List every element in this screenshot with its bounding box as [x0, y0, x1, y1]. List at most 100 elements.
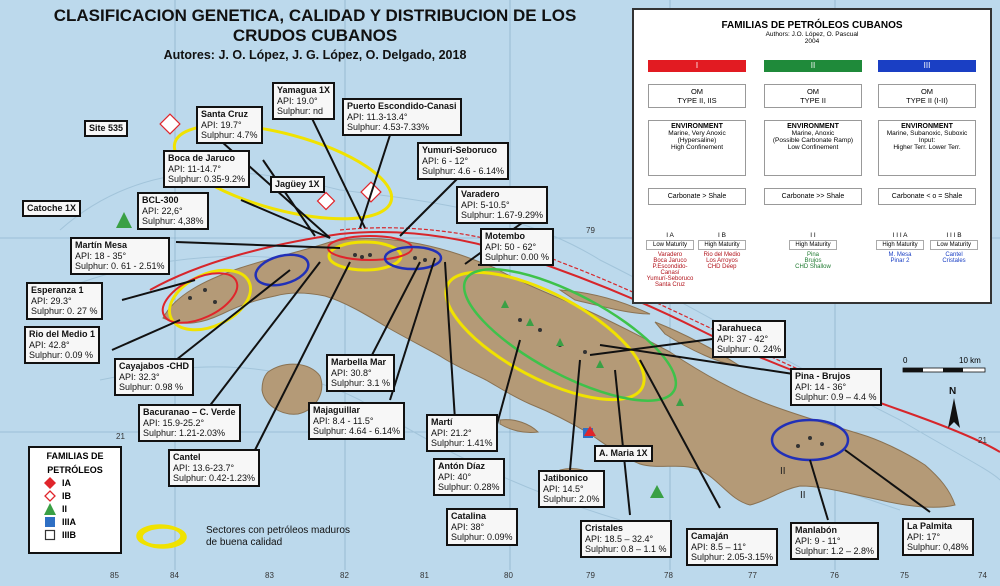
- title-authors: Autores: J. O. López, J. G. López, O. De…: [163, 48, 467, 62]
- square-filled-icon: [45, 516, 55, 527]
- panel-year: 2004: [804, 38, 820, 45]
- isla-juventud: [261, 363, 323, 415]
- diamond-filled-icon: [44, 476, 56, 489]
- legend-item-ib: IB: [44, 489, 120, 502]
- family-carbonate-box: Carbonate >> Shale: [764, 188, 862, 205]
- family-header: III: [878, 60, 976, 72]
- family-column-iii: III OM TYPE II (I-II) ENVIRONMENT Marine…: [878, 60, 976, 205]
- subfamily-iiia: I I I A High Maturity M. Mesa Pinar 2: [876, 232, 924, 264]
- family-env-box: ENVIRONMENT Marine, Anoxic (Possible Car…: [764, 120, 862, 176]
- diamond-symbol-site535: [159, 113, 181, 135]
- legend-yellow-ellipse: [139, 525, 187, 549]
- triangle-symbol-south: [650, 485, 664, 498]
- oil-families-panel: FAMILIAS DE PETRÓLEOS CUBANOS Authors: J…: [632, 8, 992, 304]
- north-label: N: [949, 386, 957, 397]
- family-om-box: OM TYPE II (I-II): [878, 84, 976, 108]
- lon-tick: 77: [748, 571, 757, 580]
- families-legend: FAMILIAS DE PETRÓLEOS IA IB II IIIA IIIB: [28, 446, 122, 554]
- cuba-mainland: [162, 237, 956, 508]
- title-line-1: CLASIFICACION GENETICA, CALIDAD Y DISTRI…: [53, 6, 577, 25]
- thrust-front-line: [149, 231, 1000, 453]
- subfamily-ia: I A Low Maturity Varadero Boca Jaruco P.…: [646, 232, 694, 288]
- lon-tick: 78: [664, 571, 673, 580]
- family-om-box: OM TYPE II, IIS: [648, 84, 746, 108]
- panel-title: FAMILIAS DE PETRÓLEOS CUBANOS: [721, 20, 903, 31]
- figure-title: CLASIFICACION GENETICA, CALIDAD Y DISTRI…: [6, 6, 624, 62]
- subfamily-ii: I I High Maturity Pina Brujos CHD Shallo…: [789, 232, 837, 270]
- family-header: I: [648, 60, 746, 72]
- lon-tick: 85: [110, 571, 119, 580]
- leader-lines: [111, 105, 931, 521]
- family-column-ii: II OM TYPE II ENVIRONMENT Marine, Anoxic…: [764, 60, 862, 205]
- families-legend-title-2: PETRÓLEOS: [47, 465, 103, 475]
- lon-tick: 82: [340, 571, 349, 580]
- family-carbonate-box: Carbonate > Shale: [648, 188, 746, 205]
- well-symbols: [116, 113, 824, 498]
- square-outline-icon: [44, 529, 56, 540]
- lon-tick: 76: [830, 571, 839, 580]
- lon-tick: 74: [978, 571, 987, 580]
- triangle-symbol-catoche: [116, 212, 132, 228]
- legend-item-iiia: IIIA: [44, 515, 120, 528]
- family-ii-ellipse: [462, 268, 678, 402]
- mature-sector-legend-text: Sectores con petróleos maduros de buena …: [206, 525, 350, 548]
- family-env-box: ENVIRONMENT Marine, Very Anoxic (Hypersa…: [648, 120, 746, 176]
- mature-sector-legend: Sectores con petróleos maduros de buena …: [140, 521, 350, 559]
- lon-tick: 79: [586, 571, 595, 580]
- label-amaria: A. Maria 1X: [594, 445, 653, 462]
- lon-tick: 80: [504, 571, 513, 580]
- label-catoche: Catoche 1X: [22, 200, 82, 217]
- scale-bar: [902, 367, 986, 373]
- family-env-box: ENVIRONMENT Marine, Subanoxic, Suboxic I…: [878, 120, 976, 176]
- lon-tick: 84: [170, 571, 179, 580]
- subfamily-iiib: I I I B Low Maturity Cantel Cristales: [930, 232, 978, 264]
- lat-tick: 79: [586, 226, 595, 235]
- roman-mark: II: [800, 490, 806, 501]
- scale-labels: 0 10 km: [903, 356, 981, 365]
- diamond-symbol-jaguey: [316, 191, 336, 211]
- north-arrow: [948, 398, 960, 428]
- family-column-i: I OM TYPE II, IIS ENVIRONMENT Marine, Ve…: [648, 60, 746, 205]
- legend-item-iiib: IIIB: [44, 528, 120, 541]
- family-header: II: [764, 60, 862, 72]
- lat-tick: 21: [116, 432, 125, 441]
- legend-item-ia: IA: [44, 476, 120, 489]
- family-om-box: OM TYPE II: [764, 84, 862, 108]
- label-jaguey: Jagüey 1X: [270, 176, 325, 193]
- scale-right: 10 km: [959, 356, 981, 365]
- family-carbonate-box: Carbonate < o = Shale: [878, 188, 976, 205]
- lon-tick: 83: [265, 571, 274, 580]
- triangle-icon: [44, 502, 56, 515]
- lon-tick: 81: [420, 571, 429, 580]
- thrust-front-line-2: [339, 227, 801, 371]
- roman-mark: II: [780, 466, 786, 477]
- title-line-2: CRUDOS CUBANOS: [232, 26, 398, 45]
- subfamily-ib: I B High Maturity Rio del Medio Los Arro…: [698, 232, 746, 270]
- families-legend-title-1: FAMILIAS DE: [46, 451, 104, 461]
